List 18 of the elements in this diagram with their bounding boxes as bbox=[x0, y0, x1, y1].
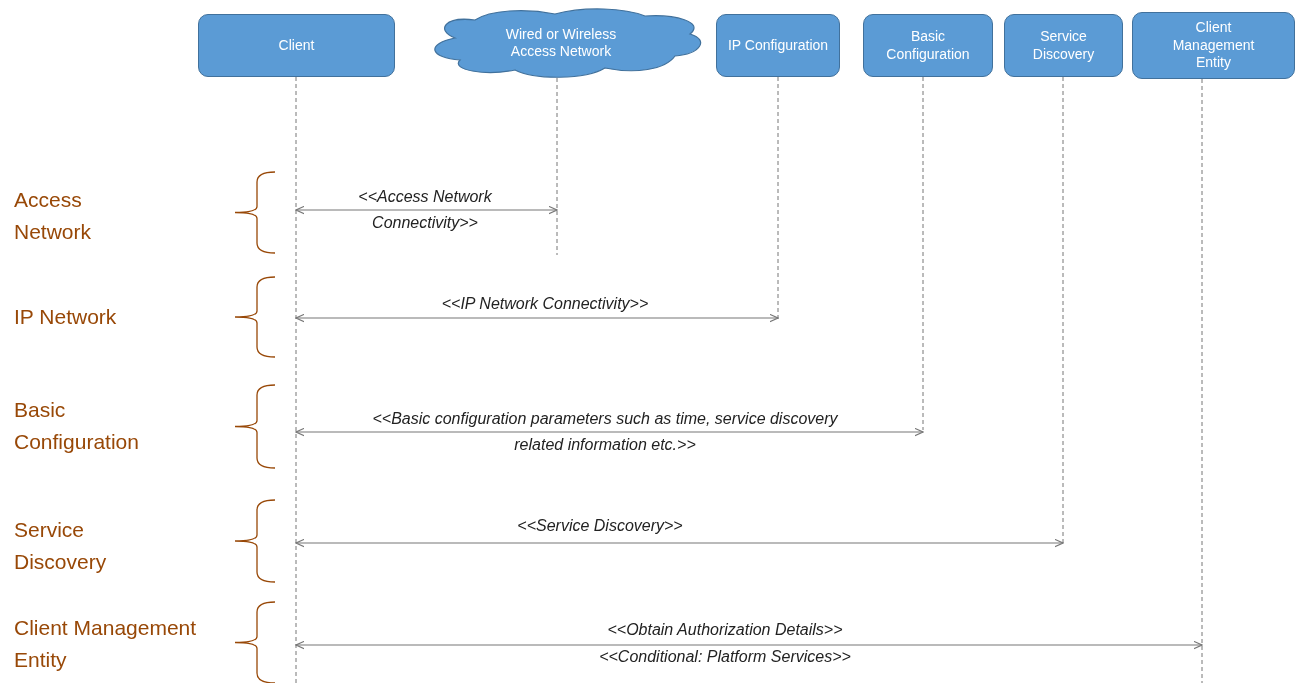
node-label: Service Discovery bbox=[1031, 28, 1096, 63]
node-label: IP Configuration bbox=[727, 36, 829, 55]
node-label: Wired or Wireless Access Network bbox=[504, 25, 618, 61]
double-arrow bbox=[295, 205, 558, 215]
double-arrow bbox=[295, 313, 779, 323]
phase-label: Access Network bbox=[14, 187, 93, 245]
edge-label: <<Basic configuration parameters such as time, service discovery related information etc.>> bbox=[371, 409, 839, 455]
double-arrow bbox=[295, 538, 1064, 548]
phase-label: Client Management Entity bbox=[14, 615, 198, 673]
node-label: Client bbox=[278, 36, 315, 55]
double-arrow bbox=[295, 427, 924, 437]
double-arrow bbox=[295, 640, 1203, 650]
node-label: Basic Configuration bbox=[885, 28, 971, 63]
node-label: Client Management Entity bbox=[1171, 19, 1256, 72]
phase-label: Basic Configuration bbox=[14, 397, 140, 455]
phase-label: IP Network bbox=[14, 304, 118, 330]
phase-label: Service Discovery bbox=[14, 517, 108, 575]
edge-label: <<Access Network Connectivity>> bbox=[357, 187, 493, 233]
